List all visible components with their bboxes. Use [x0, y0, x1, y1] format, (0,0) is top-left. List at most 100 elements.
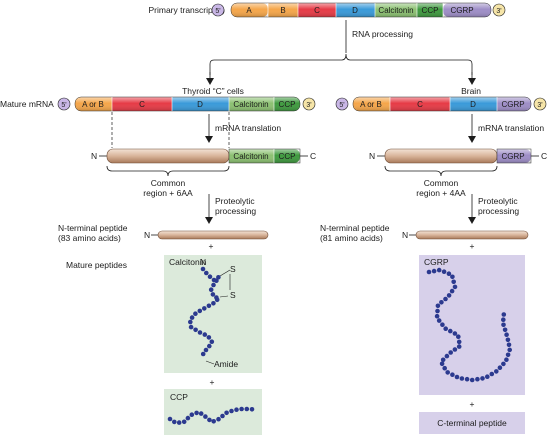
- brain-five-prime-cap: 5': [335, 97, 349, 111]
- brain-precursor-peptide: CGRP: [384, 148, 532, 164]
- svg-text:5': 5': [215, 8, 220, 15]
- cgrp-bead: [504, 332, 509, 338]
- cgrp-bead: [435, 303, 441, 309]
- ccp-bead: [234, 407, 239, 413]
- thyroid-c-cells-title: Thyroid “C” cells: [182, 86, 244, 96]
- ccp-bead: [194, 410, 199, 416]
- ccp-bead: [176, 420, 182, 425]
- thyroid-common-region-line1: Common: [151, 178, 186, 188]
- cgrp-bead: [440, 322, 445, 328]
- thyroid-seg-calcitonin: Calcitonin: [233, 100, 268, 109]
- ccp-bead: [216, 416, 221, 422]
- cgrp-bead: [456, 334, 461, 340]
- calcitonin-bead: [206, 303, 212, 309]
- svg-text:3': 3': [496, 8, 501, 15]
- ccp-bead-chain: [167, 406, 255, 425]
- brain-n-terminal-peptide: [415, 230, 529, 240]
- cgrp-bead: [451, 279, 457, 285]
- brain-proteolytic-line2: processing: [478, 206, 519, 216]
- cgrp-bead: [434, 313, 440, 319]
- brain-seg-a-or-b: A or B: [360, 100, 382, 109]
- cgrp-bead: [450, 274, 455, 280]
- brain-precursor-c: C: [541, 151, 547, 161]
- cgrp-bead: [448, 350, 454, 355]
- ccp-bead: [239, 406, 244, 412]
- cgrp-bead: [480, 376, 485, 381]
- cgrp-bead: [459, 376, 465, 381]
- cgrp-box-title: CGRP: [424, 257, 449, 267]
- primary-transcript-label: Primary transcript(s): [148, 5, 225, 15]
- thyroid-mature-mrna: A or B C D Calcitonin CCP: [74, 96, 301, 112]
- svg-text:3': 3': [537, 102, 542, 109]
- ccp-box-title: CCP: [170, 392, 188, 402]
- calcitonin-bead: [188, 324, 194, 330]
- primary-transcript: A B C D Calcitonin CCP CGRP: [230, 2, 492, 18]
- thyroid-precursor-c: C: [310, 151, 316, 161]
- cgrp-bead: [497, 365, 503, 371]
- brain-common-region-line2: region + 4AA: [416, 188, 466, 198]
- thyroid-seg-d: D: [197, 100, 203, 109]
- cgrp-bead: [452, 331, 458, 336]
- primary-seg-ccp: CCP: [422, 6, 439, 15]
- mature-peptides-label: Mature peptides: [66, 260, 127, 270]
- brain-n-terminal-n: N: [402, 230, 408, 240]
- thyroid-translation-label: mRNA translation: [215, 123, 281, 133]
- ccp-bead: [185, 415, 191, 421]
- calcitonin-box-title: Calcitonin: [169, 257, 207, 267]
- cgrp-bead: [442, 365, 448, 371]
- svg-text:5': 5': [61, 102, 66, 109]
- ccp-bead: [172, 419, 177, 425]
- cgrp-bead: [452, 347, 458, 352]
- primary-seg-d: D: [352, 6, 358, 15]
- brain-proteolytic-line1: Proteolytic: [478, 196, 518, 206]
- c-terminal-peptide-label: C-terminal peptide: [437, 418, 507, 428]
- ccp-bead: [229, 408, 234, 414]
- cgrp-bead-chain: [426, 267, 512, 383]
- brain-translation-label: mRNA translation: [478, 123, 544, 133]
- brain-precursor-cgrp: CGRP: [501, 152, 524, 161]
- calcitonin-bead: [207, 274, 213, 280]
- cgrp-bead: [506, 342, 512, 348]
- thyroid-dashed-guides: [111, 112, 230, 148]
- brain-common-region-brace: [384, 165, 498, 177]
- brain-common-region-line1: Common: [424, 178, 459, 188]
- rna-processing-connector: [206, 20, 476, 85]
- thyroid-common-region-brace: [106, 165, 230, 177]
- cgrp-bead: [501, 312, 507, 317]
- cgrp-bead: [456, 339, 462, 345]
- thyroid-plus-2: +: [210, 377, 215, 387]
- brain-n-terminal-label: N-terminal peptide: [320, 223, 390, 233]
- thyroid-plus-1: +: [209, 241, 214, 251]
- calcitonin-bead: [200, 266, 206, 272]
- primary-seg-cgrp: CGRP: [450, 6, 473, 15]
- cgrp-bead: [469, 377, 475, 383]
- calcitonin-bead-chain: [188, 266, 221, 357]
- calcitonin-bead: [209, 339, 215, 345]
- thyroid-n-terminal-peptide: [157, 230, 269, 240]
- calcitonin-amide-label: Amide: [214, 359, 238, 369]
- calcitonin-bead: [189, 315, 195, 320]
- calcitonin-bead: [197, 308, 203, 314]
- thyroid-precursor-calcitonin: Calcitonin: [233, 152, 268, 161]
- thyroid-three-prime-cap: 3': [302, 97, 316, 111]
- calcitonin-bead: [207, 343, 212, 349]
- thyroid-seg-ccp: CCP: [279, 100, 296, 109]
- ccp-bead: [189, 412, 195, 418]
- cgrp-box: [419, 255, 525, 395]
- calcitonin-bead: [211, 282, 216, 288]
- primary-seg-a: A: [246, 6, 252, 15]
- thyroid-n-terminal-label: N-terminal peptide: [58, 223, 128, 233]
- brain-seg-c: C: [417, 100, 423, 109]
- ccp-bead: [220, 413, 225, 419]
- calcitonin-s2-label: S: [230, 290, 236, 300]
- calcitonin-n-label: N: [200, 257, 206, 267]
- cgrp-bead: [446, 293, 452, 298]
- ccp-bead: [167, 416, 173, 422]
- svg-text:3': 3': [306, 102, 311, 109]
- ccp-bead: [207, 417, 212, 423]
- calcitonin-bead: [210, 292, 216, 297]
- cgrp-bead: [443, 296, 448, 302]
- ccp-box: [164, 389, 262, 435]
- cgrp-bead: [443, 326, 449, 332]
- rna-processing-label: RNA processing: [352, 29, 413, 39]
